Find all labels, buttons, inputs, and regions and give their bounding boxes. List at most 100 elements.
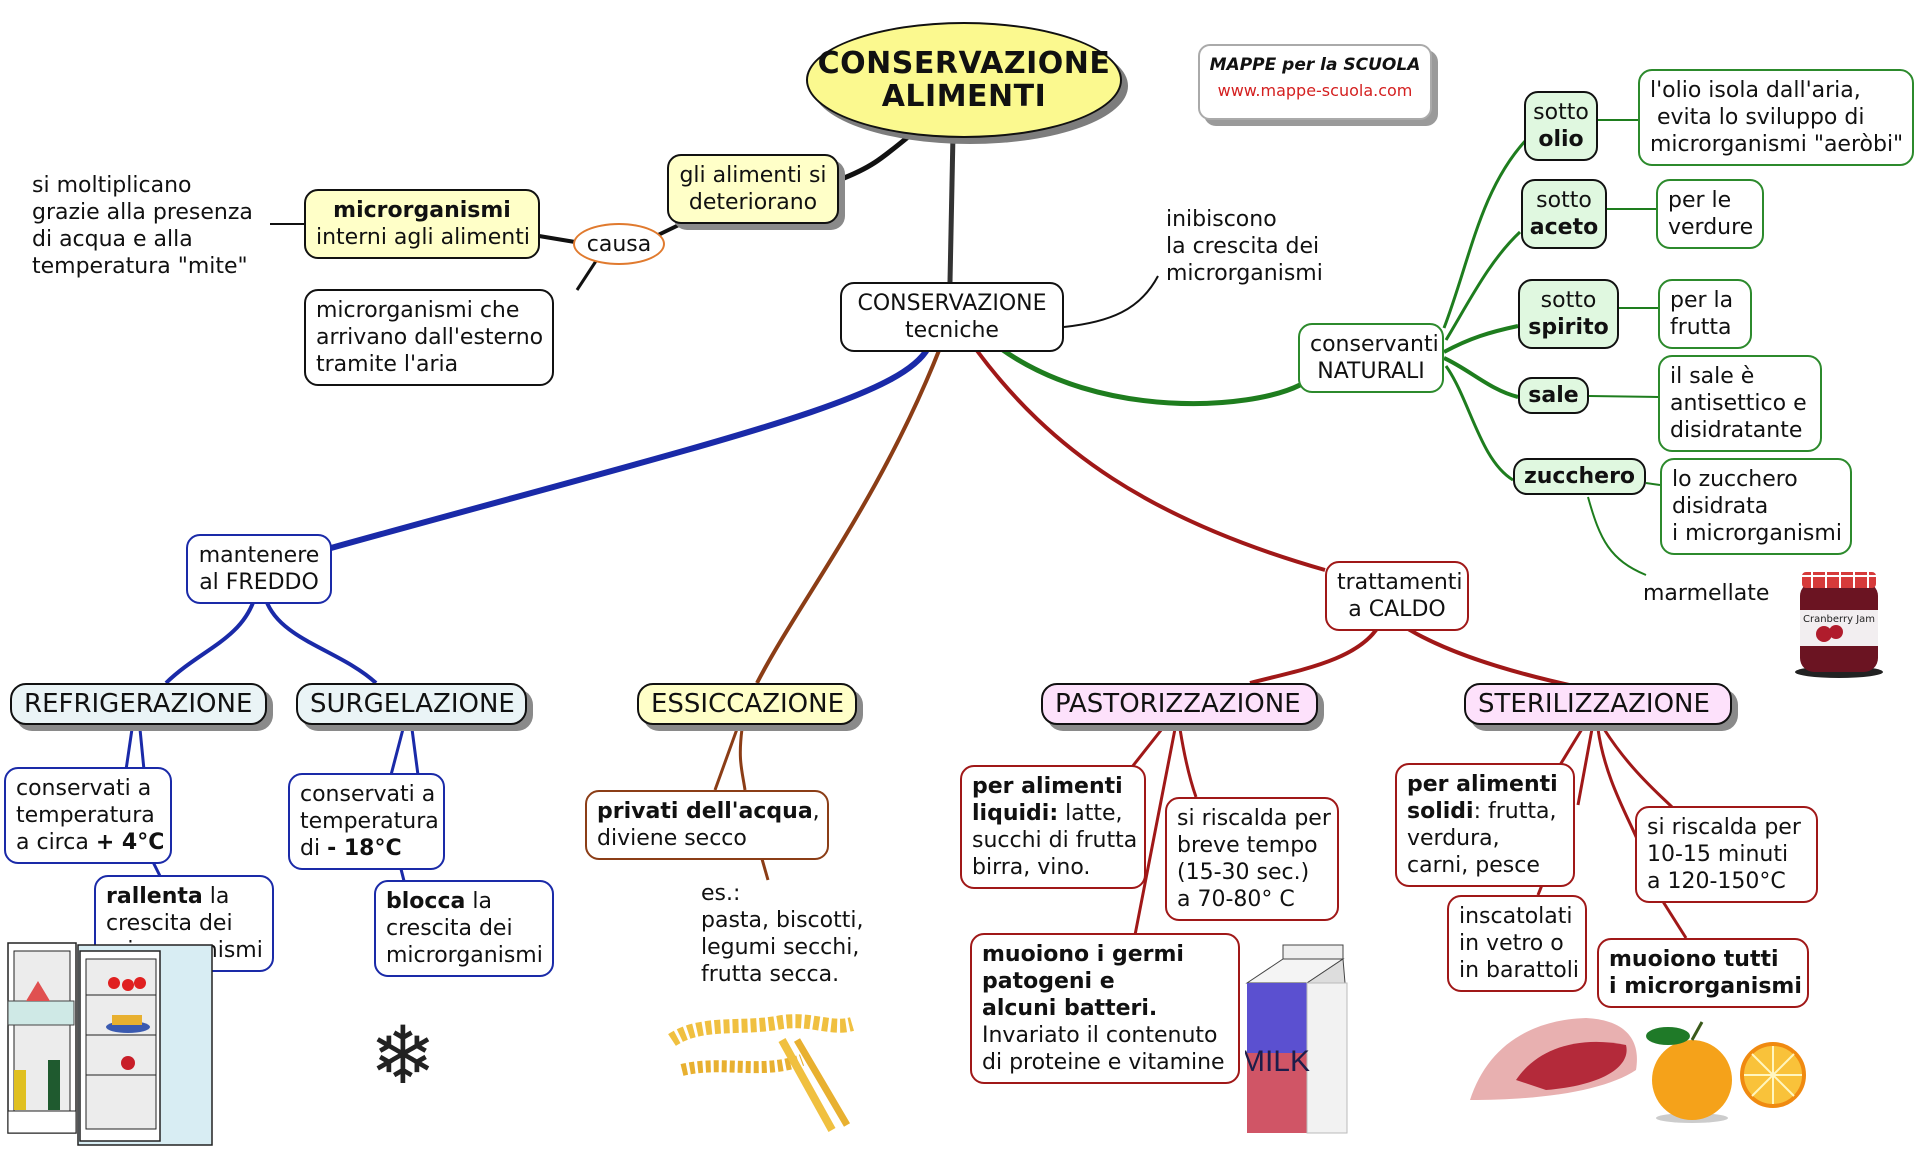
link-steril-effect — [1660, 899, 1688, 939]
ster-for-bold1: per alimenti — [1407, 772, 1558, 797]
pasteurization-for: per alimenti liquidi: latte, succhi di f… — [960, 765, 1146, 889]
milk-label: MILK — [1245, 1045, 1310, 1078]
hot-line2: a CALDO — [1348, 597, 1446, 622]
aceto-desc: per le verdure — [1656, 179, 1764, 249]
techniques-note: inibiscono la crescita dei microrganismi — [1166, 207, 1323, 286]
zucchero-bold: zucchero — [1523, 464, 1636, 489]
link-dry-desc — [713, 728, 747, 791]
site-logo[interactable]: MAPPE per la SCUOLA www.mappe-scuola.com — [1198, 44, 1432, 120]
spirito-bold: spirito — [1528, 315, 1609, 340]
natural-line2: NATURALI — [1317, 359, 1425, 384]
hot-line1: trattamenti — [1337, 570, 1463, 595]
link-hot-steril — [1398, 622, 1579, 689]
node-natural: conservanti NATURALI — [1298, 323, 1444, 393]
past-for-rest: latte, — [1058, 801, 1123, 826]
spirito-pre: sotto — [1540, 288, 1597, 313]
refrig-effect-rest1: la — [202, 884, 230, 909]
link-natural-spirito — [1443, 324, 1519, 354]
pasta-image — [662, 1000, 858, 1135]
logo-title: MAPPE per la SCUOLA — [1209, 55, 1421, 75]
refrig-temp-bold: + 4°C — [95, 830, 165, 855]
past-effect-rest: Invariato il contenuto di proteine e vit… — [982, 1023, 1225, 1075]
aceto-bold: aceto — [1529, 215, 1599, 240]
past-for-bold2: liquidi: — [972, 801, 1059, 826]
milk-carton-image: MILK — [1240, 943, 1350, 1138]
title-line2: ALIMENTI — [881, 79, 1047, 114]
link-natural-zucchero — [1444, 365, 1514, 482]
dry-desc-rest: , — [812, 799, 820, 824]
logo-url[interactable]: www.mappe-scuola.com — [1217, 81, 1413, 100]
olio-desc: l'olio isola dall'aria, evita lo svilupp… — [1638, 69, 1914, 166]
aceto-pre: sotto — [1536, 188, 1592, 213]
zucchero-example: marmellate — [1643, 581, 1770, 606]
node-sotto-spirito: sotto spirito — [1518, 279, 1619, 349]
link-zucchero-desc — [1645, 482, 1661, 486]
link-title-deteriorate — [838, 135, 910, 183]
meat-image — [1466, 1010, 1646, 1110]
orange-image — [1630, 1020, 1810, 1130]
sale-bold: sale — [1528, 383, 1579, 408]
link-zucchero-example — [1587, 496, 1647, 576]
dry-desc-line2: diviene secco — [597, 826, 747, 851]
link-techniques-dry — [755, 347, 942, 684]
node-sale: sale — [1518, 377, 1589, 414]
internal-bold: microrganismi — [333, 198, 511, 223]
internal-note: si moltiplicano grazie alla presenza di … — [32, 173, 253, 279]
node-freezing: SURGELAZIONE — [296, 683, 527, 725]
pasteurization-heat: si riscalda per breve tempo (15-30 sec.)… — [1165, 797, 1339, 921]
sterilization-heat: si riscalda per 10-15 minuti a 120-150°C — [1635, 806, 1818, 903]
node-causa: causa — [573, 223, 665, 265]
sale-desc: il sale è antisettico e disidratante — [1658, 355, 1822, 452]
node-refrigeration: REFRIGERAZIONE — [10, 683, 267, 725]
jar-label: Cranberry Jam — [1803, 614, 1875, 625]
techniques-line2: tecniche — [905, 318, 999, 343]
sterilization-canned: inscatolati in vetro o in barattoli — [1447, 895, 1587, 992]
link-natural-aceto — [1444, 230, 1522, 341]
link-natural-olio — [1442, 138, 1528, 329]
link-causa-internal — [538, 234, 576, 244]
link-sale-desc — [1588, 395, 1659, 398]
past-effect-bold: muoiono i germi patogeni e alcuni batter… — [982, 942, 1184, 1021]
deteriorate-line1: gli alimenti si — [679, 163, 827, 188]
node-hot: trattamenti a CALDO — [1325, 561, 1469, 631]
link-surgel-temp — [389, 728, 420, 776]
fridge-image — [4, 935, 214, 1157]
freeze-effect-bold: blocca — [386, 889, 466, 914]
link-refrig-temp — [124, 728, 146, 771]
refrigeration-temp: conservati a temperatura a circa + 4°C — [4, 767, 172, 864]
link-techniques-cold — [330, 346, 931, 551]
freeze-effect-rest2: crescita dei microrganismi — [386, 916, 543, 968]
cold-line2: al FREDDO — [199, 570, 319, 595]
link-techniques-natural — [998, 345, 1302, 407]
past-for-line3: succhi di frutta birra, vino. — [972, 828, 1138, 880]
cold-line1: mantenere — [198, 543, 320, 568]
snowflake-icon: ❄ — [369, 1009, 437, 1102]
internal-line2: interni agli alimenti — [316, 225, 530, 250]
node-sotto-olio: sotto olio — [1524, 91, 1598, 161]
freezing-effect: blocca la crescita dei microrganismi — [374, 880, 554, 977]
node-zucchero: zucchero — [1513, 458, 1646, 495]
link-deteriorate-causa — [655, 220, 686, 238]
link-cold-refrig — [164, 599, 256, 685]
node-external-microorganisms: microrganismi che arrivano dall'esterno … — [304, 289, 554, 386]
title-line1: CONSERVAZIONE — [817, 46, 1111, 81]
olio-bold: olio — [1538, 127, 1584, 152]
freeze-temp-text: conservati a temperatura di — [300, 782, 439, 861]
link-past-children — [1130, 728, 1198, 936]
drying-desc: privati dell'acqua, diviene secco — [585, 790, 829, 860]
jam-jar-image: Cranberry Jam — [1790, 568, 1888, 678]
node-deteriorate: gli alimenti si deteriorano — [667, 154, 839, 224]
node-drying: ESSICCAZIONE — [637, 683, 857, 725]
sterilization-effect: muoiono tutti i microrganismi — [1597, 938, 1809, 1008]
olio-pre: sotto — [1533, 100, 1589, 125]
link-steril-children — [1558, 728, 1675, 847]
sterilization-for: per alimenti solidi: frutta, verdura, ca… — [1395, 763, 1575, 887]
ster-for-line3: verdura, carni, pesce — [1407, 826, 1540, 878]
link-cold-surgel — [264, 599, 378, 685]
node-techniques: CONSERVAZIONE tecniche — [840, 282, 1064, 352]
node-pasteurization: PASTORIZZAZIONE — [1041, 683, 1318, 725]
refrig-temp-text: conservati a temperatura a circa — [16, 776, 155, 855]
link-techniques-hot — [973, 346, 1326, 572]
node-internal-microorganisms: microrganismi interni agli alimenti — [304, 189, 540, 259]
